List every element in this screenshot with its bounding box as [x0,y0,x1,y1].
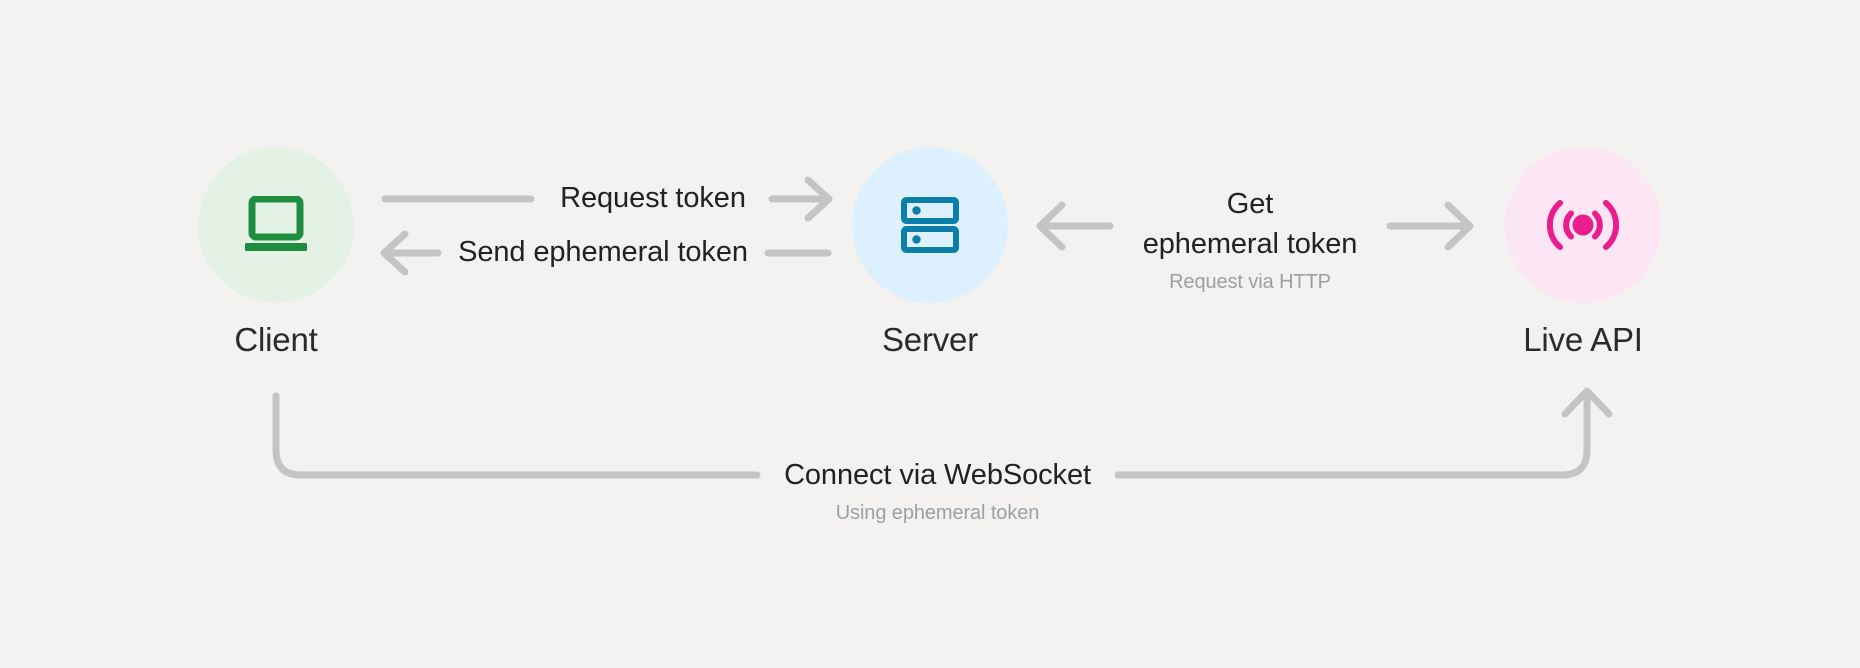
edge-get-ephemeral-token-title-line1: Get [1226,188,1274,220]
edge-label-request-token: Request token [553,178,753,218]
edge-get-ephemeral-token-title-line2: ephemeral token [1142,228,1358,260]
edge-connect-websocket-subtitle: Using ephemeral token [835,502,1040,524]
node-live-api-label: Live API [1523,321,1643,358]
node-server[interactable]: Server [852,147,1008,359]
arrowhead-left-icon [380,230,409,276]
edge-connect-websocket-title: Connect via WebSocket [784,459,1091,491]
edge-label-send-ephemeral-token: Send ephemeral token [443,232,763,272]
edge-send-ephemeral-token-title: Send ephemeral token [458,236,748,268]
arrowhead-up-icon [1561,387,1613,418]
node-client[interactable]: Client [198,147,354,359]
broadcast-signal-icon [1547,200,1619,250]
node-live-api-circle [1505,147,1661,303]
node-server-circle [852,147,1008,303]
edge-get-ephemeral-token-subtitle: Request via HTTP [1169,271,1331,293]
server-rack-icon [901,197,959,253]
arrowhead-left-2-icon [1036,201,1066,251]
node-live-api[interactable]: Live API [1505,147,1661,359]
websocket-path-left [272,392,761,479]
arrowhead-right-2-icon [1444,201,1474,251]
node-server-label: Server [882,321,978,358]
laptop-icon [245,196,307,251]
node-client-label: Client [234,321,318,358]
arrowhead-right-icon [804,176,833,222]
edge-request-token-title: Request token [560,182,746,214]
edge-label-get-ephemeral-token: Get ephemeral token Request via HTTP [1115,184,1385,296]
edge-label-connect-websocket: Connect via WebSocket Using ephemeral to… [765,455,1110,527]
node-client-circle [198,147,354,303]
websocket-path-right [1114,388,1591,479]
